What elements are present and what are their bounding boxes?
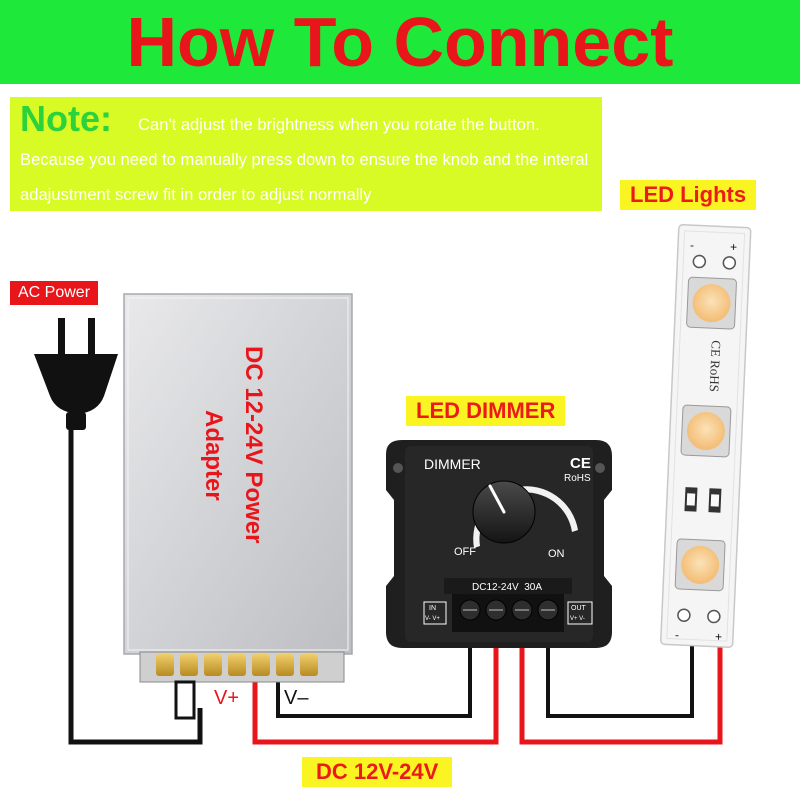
title-banner: How To Connect <box>0 0 800 84</box>
wires <box>68 425 723 745</box>
led-chip <box>674 538 726 592</box>
strip-minus-bottom: - <box>675 628 680 642</box>
dc-range-label: DC 12V-24V <box>302 757 453 787</box>
ac-cord-wire <box>68 425 203 745</box>
dimmer-rohs-mark: RoHS <box>564 473 591 484</box>
black-wire-vminus-in <box>276 630 472 718</box>
ac-power-label: AC Power <box>10 281 99 305</box>
note-box: Note: Can't adjust the brightness when y… <box>10 97 602 211</box>
red-wire-vplus-in <box>252 630 499 745</box>
dimmer-out-label: OUT <box>571 605 587 612</box>
strip-resistors <box>684 487 722 513</box>
led-dimmer-label: LED DIMMER <box>406 396 566 426</box>
dimmer-terminals <box>459 599 559 621</box>
red-wire-out-plus <box>519 626 723 745</box>
black-wire-out-minus <box>546 626 694 718</box>
led-dimmer: DIMMER CE RoHS OFF ON DC12-24V 30A IN V-… <box>386 440 612 648</box>
adapter-label-line2: Adapter <box>200 410 227 501</box>
led-lights-label: LED Lights <box>620 180 757 210</box>
dimmer-name-label: DIMMER <box>424 456 481 472</box>
dimmer-ce-mark: CE <box>570 455 591 472</box>
dimmer-out-pins: V+ V- <box>570 616 585 622</box>
dimmer-off-label: OFF <box>454 546 476 558</box>
strip-cert-label: CE RoHS <box>707 340 724 392</box>
page-title: How To Connect <box>126 3 674 81</box>
dimmer-in-label: IN <box>429 605 436 612</box>
strip-minus-top: - <box>690 238 695 252</box>
led-chip <box>686 276 737 330</box>
adapter-terminals <box>156 654 318 676</box>
power-plug <box>34 318 118 430</box>
adapter-label-line1: DC 12-24V Power <box>240 346 267 543</box>
note-text: Can't adjust the brightness when you rot… <box>20 115 589 204</box>
power-adapter: DC 12-24V Power Adapter V+ V– <box>123 293 353 720</box>
strip-plus-bottom: + <box>715 630 723 644</box>
led-chip <box>680 404 732 458</box>
dimmer-rating-label: DC12-24V 30A <box>472 582 542 593</box>
dimmer-on-label: ON <box>548 548 565 560</box>
note-heading: Note: <box>20 98 112 139</box>
strip-plus-top: + <box>730 240 738 254</box>
dimmer-in-pins: V- V+ <box>425 616 440 622</box>
adapter-vminus-label: V– <box>284 687 309 709</box>
adapter-vplus-label: V+ <box>214 687 239 709</box>
led-strip: - + CE RoHS - + <box>660 224 752 648</box>
